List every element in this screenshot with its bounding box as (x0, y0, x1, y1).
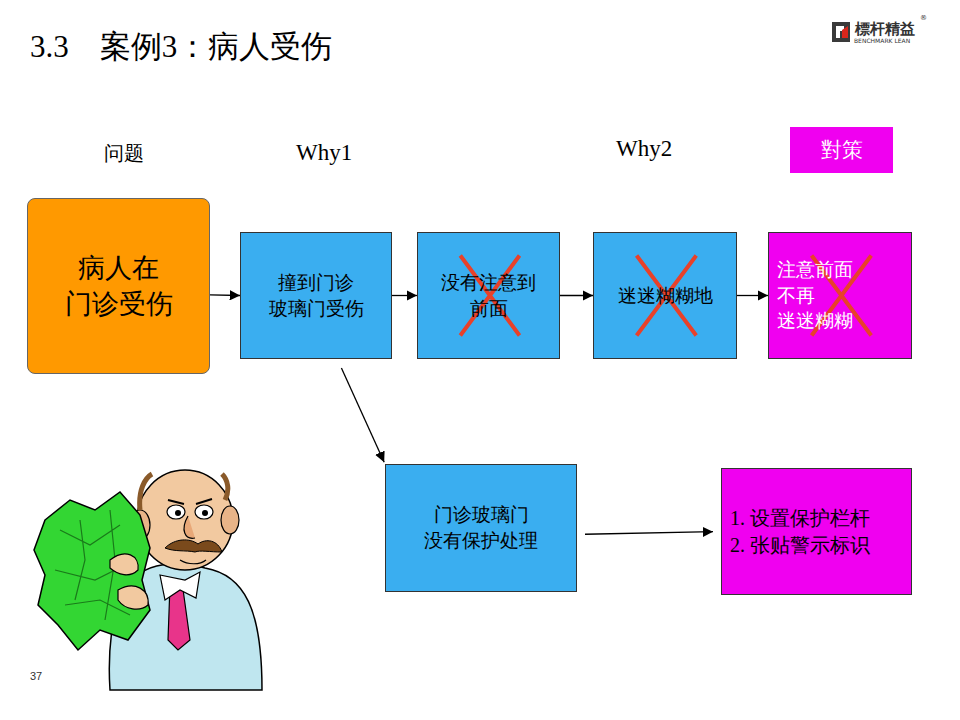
logo-text: 標杆精益 (855, 20, 915, 39)
node-text: 2. 张贴警示标识 (730, 532, 870, 559)
why-box: 没有注意到 前面 (417, 232, 560, 359)
heading-box: 對策 (790, 127, 893, 173)
why-box: 门诊玻璃门 没有保护处理 (385, 464, 577, 592)
why-box: 撞到门诊 玻璃门受伤 (240, 232, 392, 359)
arrow-connector (341, 368, 384, 462)
why-box: 迷迷糊糊地 (593, 232, 737, 359)
page-number: 37 (30, 670, 42, 682)
node-text: 没有注意到 前面 (426, 270, 551, 321)
node-text: 1. 设置保护栏杆 (730, 505, 870, 532)
problem-box: 病人在 门诊受伤 (27, 198, 210, 374)
node-text: 迷迷糊糊地 (618, 283, 713, 309)
money-bundle (34, 492, 150, 650)
logo-subtext: BENCHMARK LEAN (854, 37, 910, 44)
slide-title: 3.3 案例3：病人受伤 (30, 26, 332, 68)
node-text: 病人在 门诊受伤 (49, 250, 189, 323)
node-text: 撞到门诊 玻璃门受伤 (256, 270, 376, 321)
arrow-connector (585, 532, 713, 535)
logo-icon (832, 22, 850, 42)
countermeasure-box: 1. 设置保护栏杆2. 张贴警示标识 (721, 468, 912, 595)
countermeasure-box: 注意前面 不再 迷迷糊糊 (768, 232, 912, 359)
arrow-connector (737, 295, 768, 296)
registered-mark: ® (920, 14, 927, 22)
arrow-connector (560, 295, 593, 296)
arrow-connector (392, 295, 417, 296)
node-text: 门诊玻璃门 没有保护处理 (406, 502, 556, 553)
cross-mark (418, 233, 559, 358)
column-heading: 问题 (104, 140, 144, 167)
column-heading: Why1 (296, 140, 352, 166)
node-text: 注意前面 不再 迷迷糊糊 (777, 257, 877, 334)
arrow-connector (210, 294, 240, 296)
node-text: 對策 (821, 136, 863, 164)
column-heading: Why2 (616, 136, 672, 162)
